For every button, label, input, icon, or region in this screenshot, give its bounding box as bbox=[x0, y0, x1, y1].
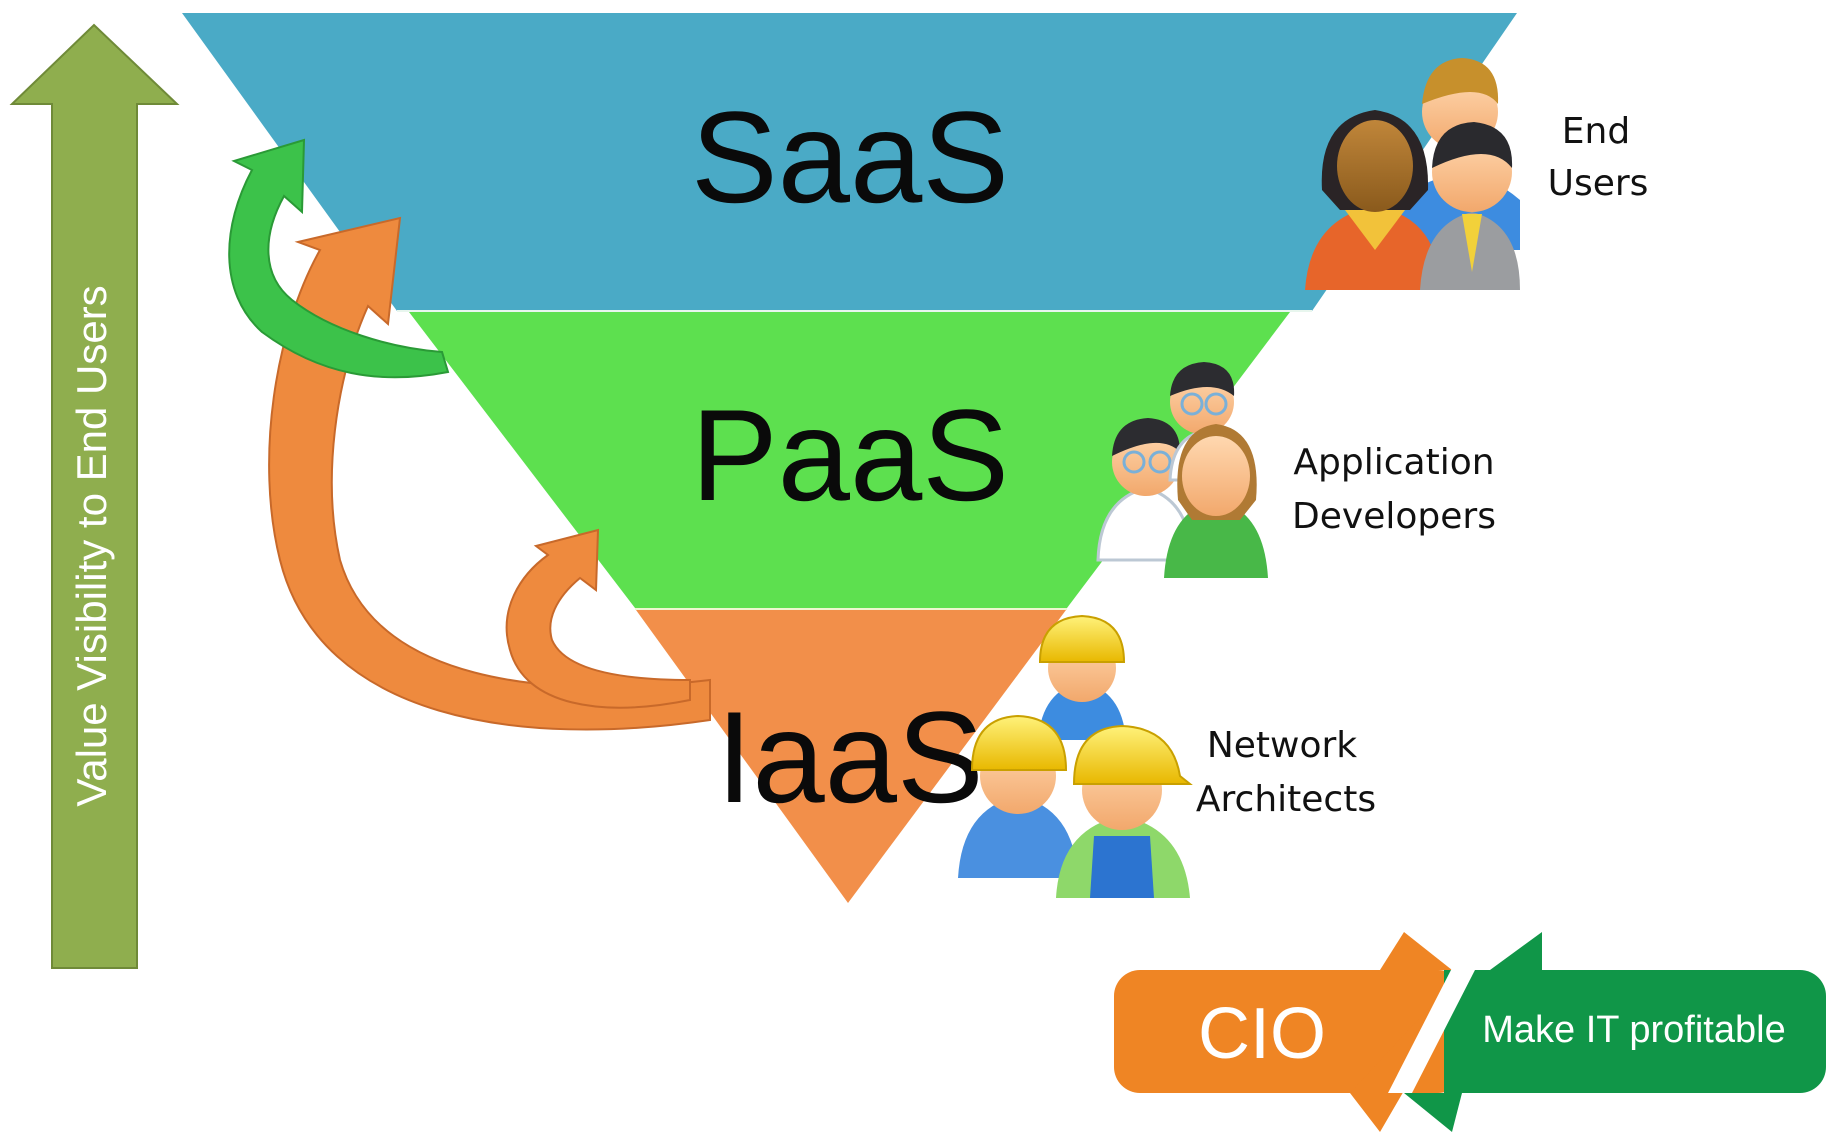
saas-tier bbox=[182, 13, 1517, 311]
badge-tagline-text: Make IT profitable bbox=[1482, 1009, 1785, 1051]
role-label-architects-line2: Architects bbox=[1196, 779, 1376, 820]
tier-upgrade-arrows bbox=[228, 138, 711, 731]
developers-icon bbox=[1096, 362, 1268, 578]
role-label-developers-line2: Developers bbox=[1292, 496, 1496, 537]
business-people-icon bbox=[1305, 58, 1520, 290]
arrow-iaas-to-saas bbox=[268, 216, 711, 731]
cio-badge: CIO Make IT profitable bbox=[1114, 932, 1826, 1132]
role-label-end-users-line1: End bbox=[1562, 111, 1630, 152]
badge-cio-text: CIO bbox=[1198, 994, 1326, 1074]
tier-funnel bbox=[182, 13, 1517, 903]
iaas-tier bbox=[636, 610, 1066, 903]
construction-workers-icon bbox=[958, 614, 1193, 898]
axis-label: Value Visibility to End Users bbox=[68, 285, 115, 806]
arrow-paas-to-saas bbox=[228, 138, 450, 379]
value-axis-arrow: Value Visibility to End Users bbox=[9, 23, 180, 969]
role-label-developers-line1: Application bbox=[1293, 442, 1494, 483]
tier-label-paas: PaaS bbox=[691, 382, 1009, 528]
role-label-architects-line1: Network bbox=[1207, 725, 1357, 766]
paas-tier bbox=[409, 312, 1290, 608]
tier-label-iaas: IaaS bbox=[716, 684, 983, 830]
arrow-iaas-to-paas bbox=[505, 528, 691, 709]
tier-label-saas: SaaS bbox=[691, 84, 1009, 230]
role-label-end-users-line2: Users bbox=[1548, 163, 1649, 204]
